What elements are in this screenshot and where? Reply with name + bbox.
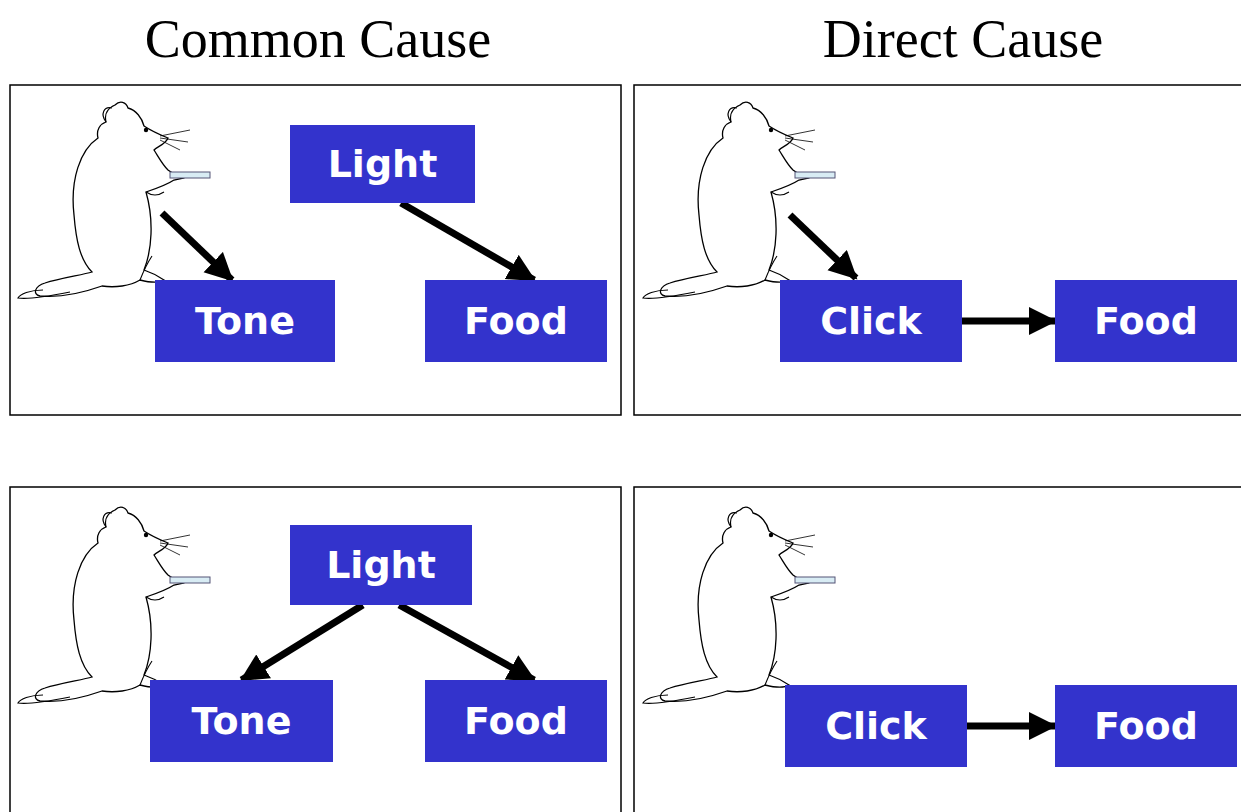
rat-figure: [643, 507, 835, 703]
panel: [634, 85, 1241, 415]
press-arrow: [162, 213, 232, 280]
stimulus-box: Click: [785, 685, 967, 767]
panel: [10, 85, 621, 415]
press-arrow: [790, 215, 856, 278]
stimulus-box: Food: [1055, 685, 1237, 767]
stimulus-box: Food: [425, 280, 607, 362]
box-label: Light: [328, 142, 438, 186]
panel: [634, 487, 1241, 812]
stimulus-box: Light: [290, 525, 472, 605]
cause-arrow: [401, 203, 534, 280]
box-label: Tone: [192, 699, 292, 743]
box-label: Light: [326, 543, 436, 587]
rat-figure: [643, 102, 835, 298]
box-label: Click: [820, 299, 922, 343]
stimulus-box: Click: [780, 280, 962, 362]
rat-figure: [18, 507, 210, 703]
cause-arrow: [399, 605, 534, 680]
rat-figure: [18, 102, 210, 298]
cause-arrow: [967, 723, 1055, 730]
panel-heading: Common Cause: [145, 8, 492, 70]
stimulus-box: Light: [290, 125, 475, 203]
panel: [10, 487, 621, 812]
cause-arrow: [242, 605, 363, 680]
box-label: Food: [464, 699, 568, 743]
cause-arrow: [962, 318, 1055, 325]
stimulus-box: Tone: [155, 280, 335, 362]
stimulus-box: Tone: [150, 680, 333, 762]
stimulus-box: Food: [1055, 280, 1237, 362]
stimulus-box: Food: [425, 680, 607, 762]
box-label: Food: [1094, 704, 1198, 748]
box-label: Food: [1094, 299, 1198, 343]
box-label: Tone: [195, 299, 295, 343]
panel-heading: Direct Cause: [823, 8, 1103, 70]
box-label: Food: [464, 299, 568, 343]
box-label: Click: [825, 704, 927, 748]
